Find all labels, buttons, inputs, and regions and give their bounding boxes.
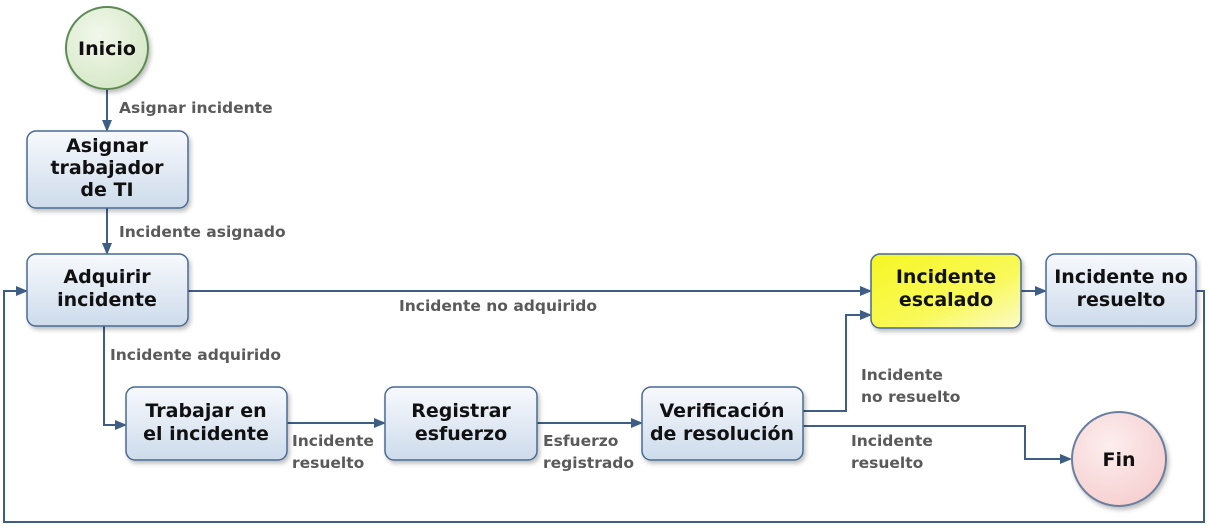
label-esfuerzo-registrado-b: registrado [543, 454, 634, 472]
node-inicio: Inicio [65, 6, 149, 90]
label-incidente-no-resuelto-a: Incidente [861, 366, 943, 384]
label-esfuerzo-registrado-a: Esfuerzo [543, 432, 618, 450]
node-adquirir-incidente: Adquirir incidente [26, 253, 189, 327]
node-trabajar-incidente: Trabajar en el incidente [125, 386, 288, 461]
node-registrar-line2: esfuerzo [415, 423, 507, 445]
node-verificacion-resolucion: Verificación de resolución [641, 386, 804, 461]
label-asignar-incidente: Asignar incidente [119, 99, 273, 117]
edge-verificacion-escalado [803, 310, 872, 412]
label-incidente-resuelto-2a: Incidente [851, 432, 933, 450]
node-fin: Fin [1071, 411, 1167, 507]
node-verificacion-line1: Verificación [660, 400, 785, 422]
label-incidente-resuelto-2b: resuelto [851, 454, 923, 472]
label-incidente-no-adquirido: Incidente no adquirido [399, 297, 597, 315]
label-incidente-adquirido: Incidente adquirido [110, 346, 281, 364]
node-asignar-trabajador: Asignar trabajador de TI [26, 130, 189, 209]
node-incidente-no-resuelto: Incidente no resuelto [1045, 253, 1197, 327]
edge-labels: Asignar incidente Incidente asignado Inc… [110, 99, 960, 472]
node-registrar-esfuerzo: Registrar esfuerzo [384, 386, 538, 461]
edges [3, 89, 1205, 523]
node-verificacion-line2: de resolución [650, 423, 794, 445]
node-no-resuelto-line1: Incidente no [1054, 266, 1188, 288]
label-incidente-asignado: Incidente asignado [119, 223, 286, 241]
node-inicio-label: Inicio [78, 38, 136, 60]
node-adquirir-line2: incidente [57, 289, 157, 311]
node-escalado-line1: Incidente [896, 266, 996, 288]
node-trabajar-line1: Trabajar en [145, 400, 266, 422]
edge-noresuelto-adquirir-loop [3, 286, 1205, 523]
node-registrar-line1: Registrar [411, 400, 511, 422]
node-escalado-line2: escalado [899, 289, 993, 311]
label-incidente-resuelto-1a: Incidente [292, 432, 374, 450]
node-trabajar-line2: el incidente [143, 423, 269, 445]
label-incidente-no-resuelto-b: no resuelto [861, 388, 960, 406]
node-asignar-line3: de TI [80, 179, 133, 201]
node-adquirir-line1: Adquirir [63, 266, 151, 288]
edge-verificacion-fin [803, 425, 1072, 464]
node-asignar-line2: trabajador [50, 157, 164, 179]
label-incidente-resuelto-1b: resuelto [292, 454, 364, 472]
node-asignar-line1: Asignar [66, 135, 148, 157]
node-no-resuelto-line2: resuelto [1077, 289, 1166, 311]
edge-adquirir-trabajar [103, 326, 127, 430]
node-fin-label: Fin [1102, 449, 1135, 471]
node-incidente-escalado: Incidente escalado [870, 253, 1022, 329]
